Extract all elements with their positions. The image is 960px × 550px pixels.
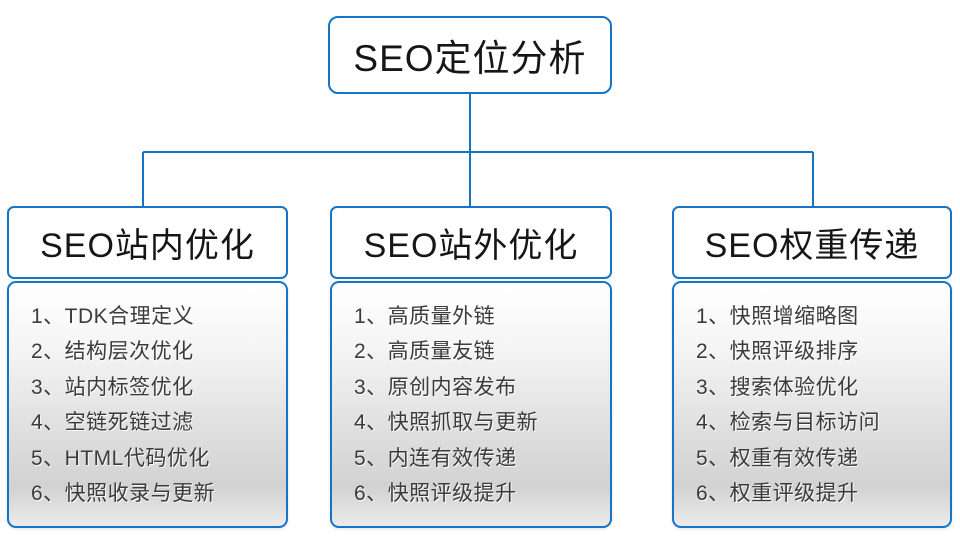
branch-title: SEO权重传递 (672, 206, 952, 279)
list-item: 4、检索与目标访问 (696, 411, 881, 435)
branch-column-onsite-seo: SEO站内优化 1、TDK合理定义 2、结构层次优化 3、站内标签优化 4、空链… (7, 206, 288, 528)
branch-column-weight-transfer: SEO权重传递 1、快照增缩略图 2、快照评级排序 3、搜索体验优化 4、检索与… (672, 206, 952, 528)
branch-title: SEO站内优化 (7, 206, 288, 279)
list-item: 2、结构层次优化 (31, 340, 194, 364)
list-item: 1、快照增缩略图 (696, 305, 859, 328)
list-item: 6、权重评级提升 (696, 481, 859, 505)
list-item: 4、空链死链过滤 (31, 411, 194, 435)
list-item: 4、快照抓取与更新 (354, 411, 539, 435)
branch-list: 1、高质量外链 2、高质量友链 3、原创内容发布 4、快照抓取与更新 5、内连有… (330, 281, 612, 528)
list-item: 5、HTML代码优化 (31, 446, 210, 470)
list-item: 6、快照评级提升 (354, 481, 517, 505)
list-item: 3、站内标签优化 (31, 375, 194, 399)
root-node: SEO定位分析 (328, 16, 612, 94)
list-item: 3、搜索体验优化 (696, 375, 859, 399)
list-item: 6、快照收录与更新 (31, 481, 216, 505)
branch-list: 1、TDK合理定义 2、结构层次优化 3、站内标签优化 4、空链死链过滤 5、H… (7, 281, 288, 528)
list-item: 3、原创内容发布 (354, 375, 517, 399)
branch-title: SEO站外优化 (330, 206, 612, 279)
branch-column-offsite-seo: SEO站外优化 1、高质量外链 2、高质量友链 3、原创内容发布 4、快照抓取与… (330, 206, 612, 528)
list-item: 1、TDK合理定义 (31, 305, 195, 328)
list-item: 2、快照评级排序 (696, 340, 859, 364)
list-item: 5、权重有效传递 (696, 446, 859, 470)
list-item: 2、高质量友链 (354, 340, 496, 364)
list-item: 1、高质量外链 (354, 305, 496, 328)
branch-list: 1、快照增缩略图 2、快照评级排序 3、搜索体验优化 4、检索与目标访问 5、权… (672, 281, 952, 528)
list-item: 5、内连有效传递 (354, 446, 517, 470)
